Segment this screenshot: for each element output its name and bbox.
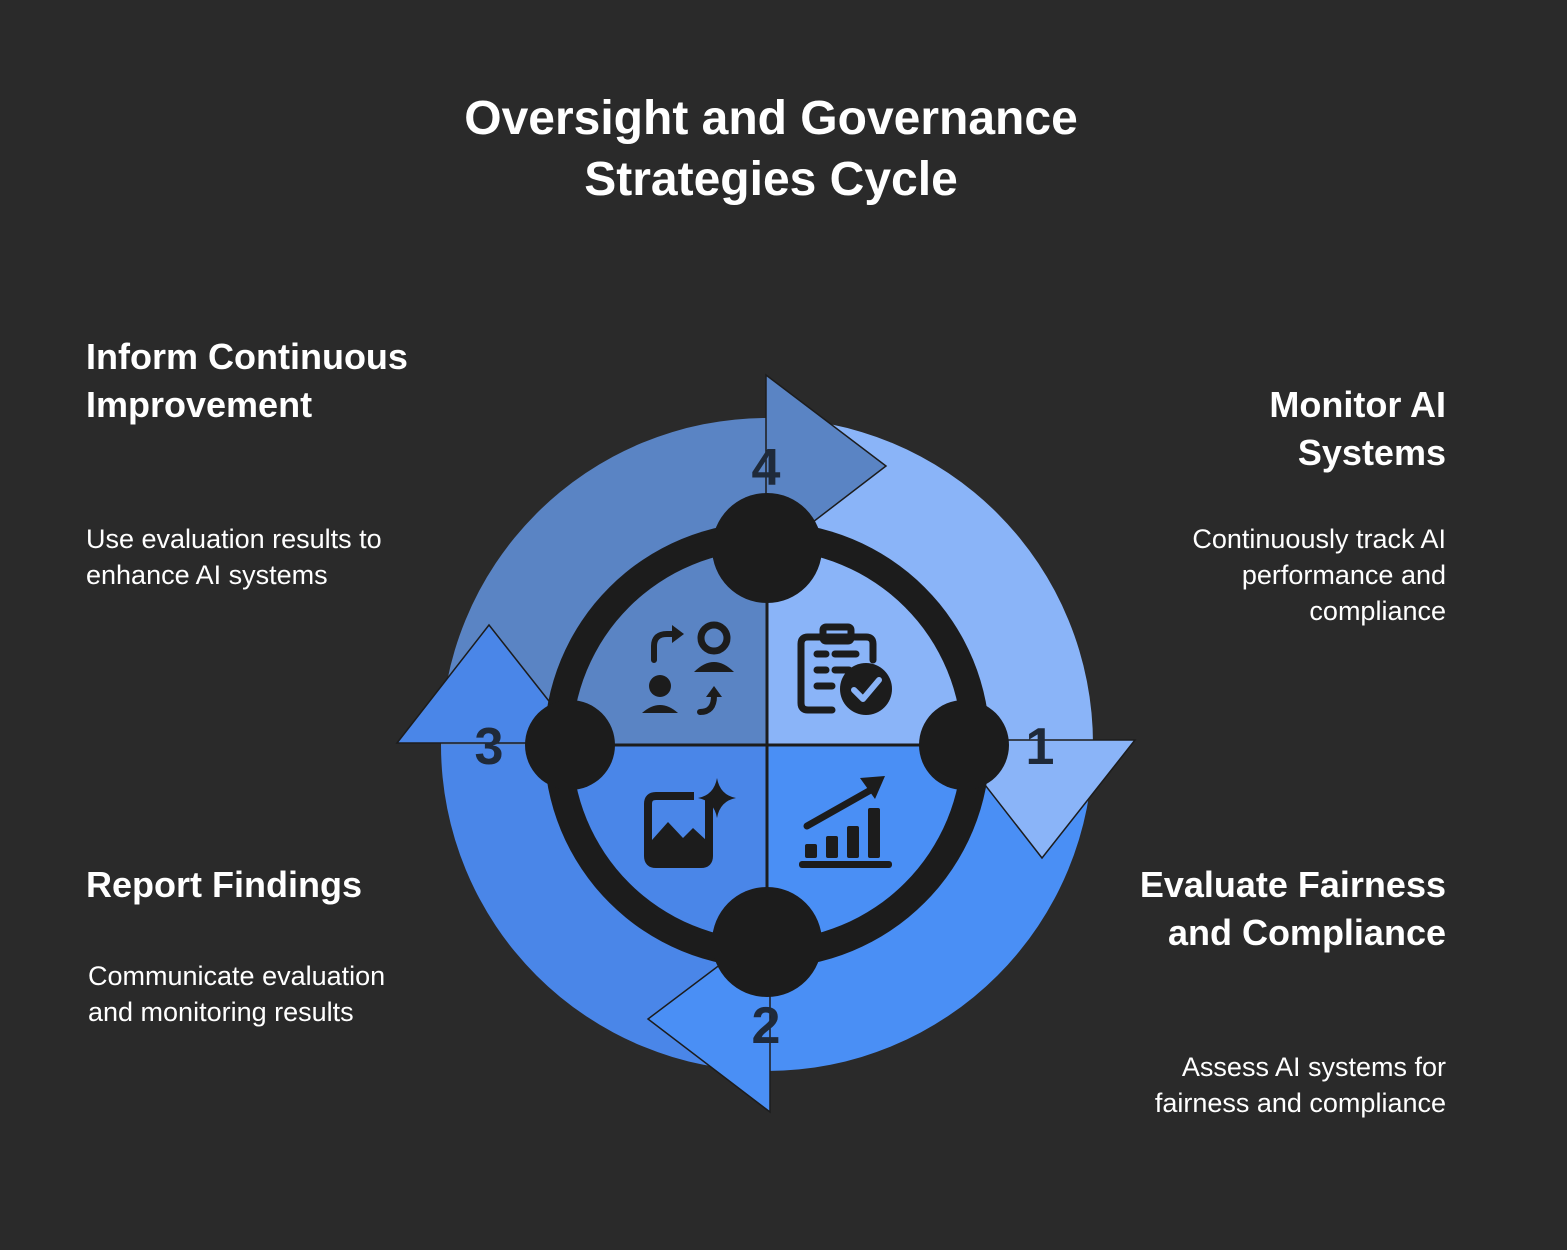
ring-segment-2 — [767, 745, 1093, 1071]
image-sparkle-icon — [644, 778, 736, 868]
step-2-title: Evaluate Fairness and Compliance — [1139, 864, 1446, 953]
step-number-4: 4 — [752, 439, 781, 497]
step-3-title: Report Findings — [86, 864, 362, 905]
user-exchange-icon — [642, 621, 734, 715]
step-number-1: 1 — [1026, 718, 1055, 776]
ring-segment-3 — [441, 745, 767, 1071]
clipboard-check-icon — [797, 623, 892, 715]
step-2-description: Assess AI systems for fairness and compl… — [1154, 1052, 1446, 1118]
step-number-3: 3 — [475, 718, 504, 776]
diagram-title: Oversight and Governance Strategies Cycl… — [464, 92, 1078, 206]
bar-chart-trend-icon — [799, 776, 892, 868]
step-number-2: 2 — [752, 997, 781, 1055]
notch-bottom — [712, 887, 822, 997]
notch-right — [919, 700, 1009, 790]
inner-quadrant-1 — [767, 550, 962, 745]
step-1-description: Continuously track AI performance and co… — [1192, 524, 1446, 626]
step-3-description: Communicate evaluation and monitoring re… — [88, 961, 386, 1027]
inner-quadrant-2 — [767, 745, 962, 940]
ring-segment-4 — [440, 418, 767, 745]
step-1-title: Monitor AI Systems — [1269, 384, 1446, 473]
step-4-title: Inform Continuous Improvement — [86, 336, 408, 425]
step-4-description: Use evaluation results to enhance AI sys… — [86, 524, 382, 590]
arrowhead-3 — [395, 623, 584, 744]
notch-top — [712, 493, 822, 603]
ring-segment-1 — [767, 418, 1094, 745]
notch-left — [525, 700, 615, 790]
